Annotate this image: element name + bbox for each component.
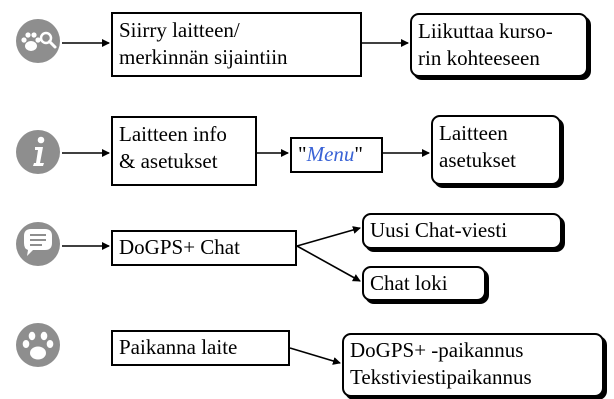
move-cursor-line-1: Liikuttaa kurso- [418,19,553,43]
locate-device-label: Paikanna laite [119,335,238,359]
paw-icon [16,323,60,367]
sms-positioning-line: Tekstiviestipaikannus [350,365,532,389]
new-chat-message-label: Uusi Chat-viesti [370,218,508,242]
connectors [62,39,430,365]
chat-box: DoGPS+ Chat [111,230,297,266]
menu-open-quote: " [298,142,307,166]
device-settings-line-2: asetukset [439,148,516,172]
device-info-box: Laitteen info & asetukset [111,116,257,186]
move-cursor-line-2: rin kohteeseen [418,46,540,70]
menu-close-quote: " [354,142,363,166]
device-settings-box: Laitteen asetukset [431,115,561,185]
move-cursor-box: Liikuttaa kurso- rin kohteeseen [410,13,588,77]
menu-box: "Menu" [290,137,383,173]
locate-device-box: Paikanna laite [111,330,290,366]
arrow-row3-chat-log [296,245,361,282]
device-settings-line-1: Laitteen [439,121,508,145]
arrow-row3-new-chat [296,226,361,247]
positioning-methods-box: DoGPS+ -paikannus Tekstiviestipaikannus [342,333,604,397]
arrow-row4-result [289,347,341,365]
info-icon [16,130,60,174]
goto-location-line-2: merkinnän sijaintiin [119,45,288,69]
device-info-line-1: Laitteen info [119,122,227,146]
chat-log-label: Chat loki [370,271,448,295]
paw-search-icon [16,19,60,63]
menu-word: Menu [306,142,355,166]
chat-bubble-icon [16,222,60,266]
chat-log-box: Chat loki [362,266,486,301]
goto-location-line-1: Siirry laitteen/ [119,18,240,42]
chat-label: DoGPS+ Chat [119,235,240,259]
new-chat-message-box: Uusi Chat-viesti [362,213,562,249]
device-info-line-2: & asetukset [119,149,218,173]
dogps-positioning-line: DoGPS+ -paikannus [350,338,524,362]
goto-location-box: Siirry laitteen/ merkinnän sijaintiin [111,12,362,77]
